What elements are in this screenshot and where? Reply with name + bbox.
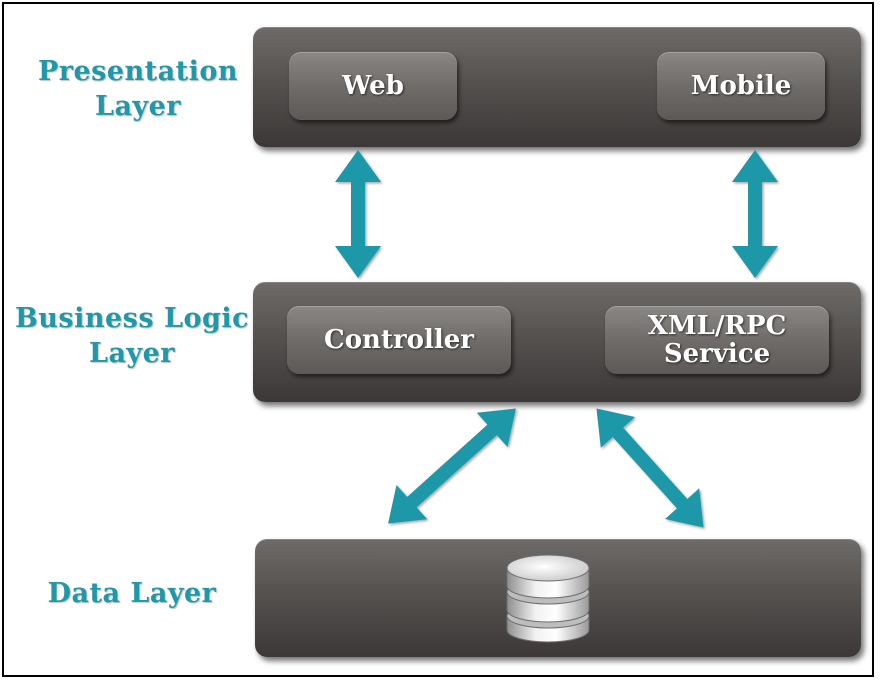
business-layer-label-line1: Business Logic bbox=[14, 303, 250, 334]
data-layer-label-text: Data Layer bbox=[47, 578, 217, 609]
data-layer-label: Data Layer bbox=[20, 576, 244, 611]
mobile-component-label: Mobile bbox=[690, 71, 792, 101]
web-component-label: Web bbox=[342, 71, 404, 101]
arrow-mobile-xmlrpc bbox=[732, 150, 778, 278]
diagram-border bbox=[2, 2, 874, 677]
xml-rpc-label-line2: Service bbox=[663, 339, 771, 369]
xml-rpc-service-component[interactable]: XML/RPC Service bbox=[605, 306, 829, 374]
mobile-component[interactable]: Mobile bbox=[657, 52, 825, 120]
controller-component-label: Controller bbox=[324, 325, 474, 355]
business-layer-label: Business Logic Layer bbox=[8, 301, 256, 371]
arrow-xmlrpc-data bbox=[596, 408, 704, 528]
web-component[interactable]: Web bbox=[289, 52, 457, 120]
xml-rpc-label-line1: XML/RPC bbox=[647, 311, 787, 341]
controller-component[interactable]: Controller bbox=[287, 306, 511, 374]
database-icon bbox=[506, 554, 590, 643]
arrow-controller-data bbox=[388, 408, 516, 524]
presentation-layer-label-line1: Presentation bbox=[37, 56, 239, 87]
arrow-web-controller bbox=[335, 150, 381, 278]
presentation-layer-label: Presentation Layer bbox=[20, 54, 256, 124]
business-layer-label-line2: Layer bbox=[88, 338, 176, 369]
business-logic-layer-panel: Controller XML/RPC Service bbox=[253, 282, 861, 402]
presentation-layer-panel: Web Mobile bbox=[253, 27, 861, 147]
presentation-layer-label-line2: Layer bbox=[94, 91, 182, 122]
